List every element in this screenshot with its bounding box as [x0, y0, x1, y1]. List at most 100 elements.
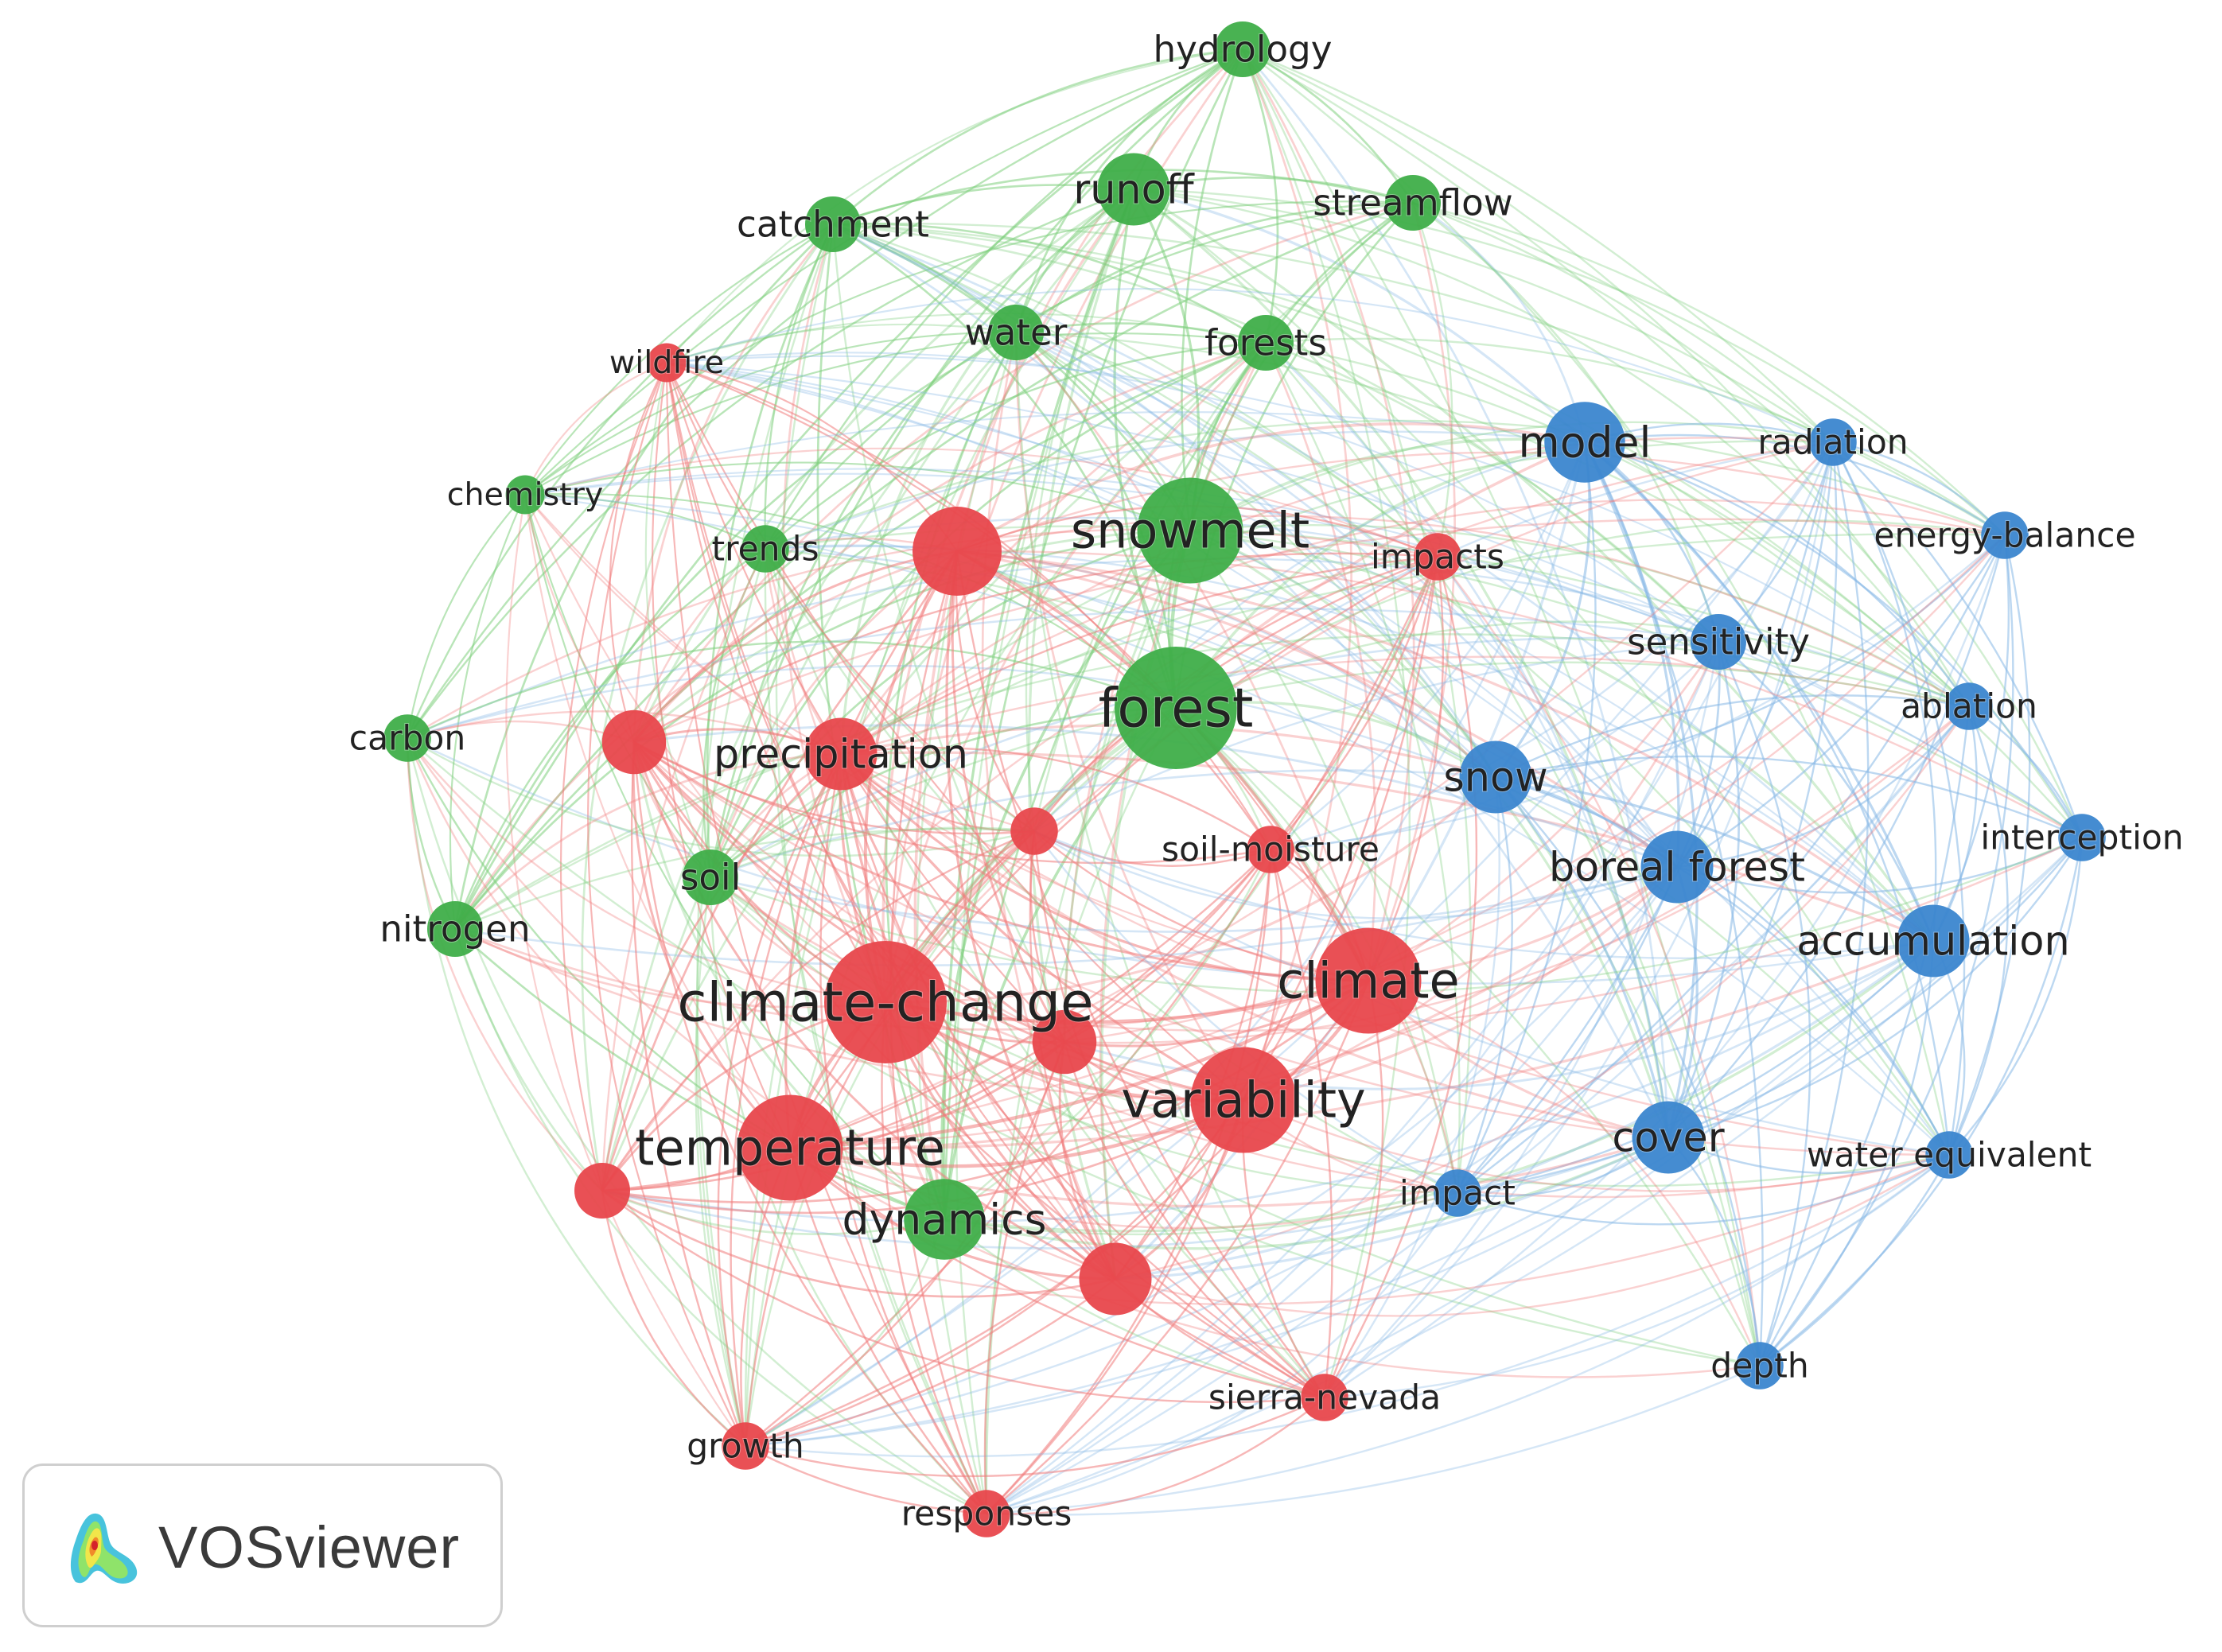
node-impact[interactable] [1434, 1169, 1481, 1217]
node-label-chemistry[interactable]: chemistry [446, 476, 605, 514]
link-nitrogen-climate-change [454, 927, 886, 1009]
link-runoff-ablation [1133, 188, 1970, 707]
node-variability[interactable] [1190, 1047, 1297, 1153]
node-label-sensitivity[interactable]: sensitivity [1626, 620, 1811, 664]
link-energy-balance-accumulation [1932, 534, 2010, 942]
link-snow-sierra-nevada [1324, 776, 1500, 1398]
node-label-soil-moisture[interactable]: soil-moisture [1161, 830, 1380, 870]
node-hydrology[interactable] [1215, 21, 1271, 77]
link-trends-model [765, 430, 1586, 550]
node-impacts[interactable] [1414, 533, 1461, 581]
node-soil-moisture[interactable] [1247, 826, 1294, 873]
node-energy-balance[interactable] [1981, 511, 2029, 559]
node-r6[interactable] [1079, 1242, 1152, 1316]
node-accumulation[interactable] [1897, 904, 1970, 978]
link-streamflow-energy-balance [1412, 201, 2006, 536]
node-label-trends[interactable]: trends [710, 529, 819, 569]
node-label-water-equivalent[interactable]: water equivalent [1806, 1135, 2092, 1176]
node-label-forest[interactable]: forest [1098, 676, 1255, 740]
node-water[interactable] [988, 305, 1044, 360]
node-label-runoff[interactable]: runoff [1072, 165, 1195, 214]
link-boreal-forest-variability [1243, 865, 1679, 1102]
node-label-precipitation[interactable]: precipitation [713, 730, 969, 779]
node-snow[interactable] [1459, 740, 1532, 814]
node-precipitation[interactable] [804, 717, 878, 791]
node-label-snowmelt[interactable]: snowmelt [1070, 501, 1310, 561]
node-label-climate[interactable]: climate [1276, 951, 1460, 1011]
node-r2[interactable] [601, 709, 667, 775]
node-trends[interactable] [741, 525, 789, 573]
node-label-depth[interactable]: depth [1710, 1346, 1809, 1386]
node-label-streamflow[interactable]: streamflow [1312, 181, 1513, 225]
link-cover-r5 [601, 1136, 1669, 1250]
node-boreal-forest[interactable] [1640, 830, 1714, 904]
node-label-climate-change[interactable]: climate-change [676, 970, 1094, 1035]
node-depth[interactable] [1736, 1342, 1784, 1390]
node-label-growth[interactable]: growth [686, 1426, 805, 1467]
node-label-forests[interactable]: forests [1204, 321, 1328, 365]
node-label-impacts[interactable]: impacts [1370, 537, 1505, 577]
node-climate[interactable] [1315, 927, 1422, 1034]
link-accumulation-impact [1457, 940, 1934, 1195]
node-r1[interactable] [913, 507, 1002, 596]
node-label-radiation[interactable]: radiation [1757, 422, 1909, 463]
link-impact-responses [986, 1192, 1459, 1515]
node-catchment[interactable] [805, 196, 861, 252]
node-label-nitrogen[interactable]: nitrogen [379, 908, 531, 951]
node-model[interactable] [1544, 402, 1625, 483]
link-radiation-cover [1667, 441, 1838, 1138]
node-label-sierra-nevada[interactable]: sierra-nevada [1208, 1378, 1442, 1418]
link-sensitivity-depth [1717, 641, 1811, 1366]
node-radiation[interactable] [1809, 418, 1857, 466]
node-label-snow[interactable]: snow [1442, 753, 1548, 802]
node-snowmelt[interactable] [1137, 477, 1243, 584]
node-label-catchment[interactable]: catchment [736, 203, 930, 247]
node-forests[interactable] [1238, 315, 1294, 371]
node-temperature[interactable] [737, 1094, 843, 1201]
node-label-carbon[interactable]: carbon [348, 718, 466, 759]
node-sierra-nevada[interactable] [1301, 1374, 1348, 1421]
node-label-interception[interactable]: interception [1979, 818, 2184, 858]
node-label-soil[interactable]: soil [679, 856, 741, 900]
node-soil[interactable] [683, 849, 738, 905]
node-water-equivalent[interactable] [1925, 1131, 1973, 1179]
node-r3[interactable] [1010, 807, 1058, 855]
link-streamflow-climate [1367, 202, 1456, 981]
node-label-energy-balance[interactable]: energy-balance [1873, 515, 2136, 556]
node-label-responses[interactable]: responses [901, 1494, 1073, 1534]
node-label-variability[interactable]: variability [1120, 1071, 1366, 1130]
node-interception[interactable] [2058, 814, 2106, 861]
node-cover[interactable] [1632, 1101, 1705, 1174]
link-growth-r2 [630, 741, 747, 1447]
link-nitrogen-r5 [453, 928, 604, 1191]
node-dynamics[interactable] [904, 1179, 985, 1260]
node-label-cover[interactable]: cover [1611, 1114, 1725, 1162]
node-label-model[interactable]: model [1518, 417, 1652, 468]
node-label-boreal-forest[interactable]: boreal forest [1548, 843, 1806, 892]
node-runoff[interactable] [1097, 153, 1170, 226]
node-responses[interactable] [963, 1490, 1010, 1537]
node-carbon[interactable] [383, 714, 431, 762]
node-growth[interactable] [722, 1422, 769, 1470]
node-nitrogen[interactable] [427, 901, 483, 957]
node-wildfire[interactable] [647, 343, 687, 383]
node-r5[interactable] [574, 1163, 630, 1219]
link-impacts-soil [710, 555, 1438, 878]
node-label-ablation[interactable]: ablation [1900, 686, 2038, 727]
node-label-water[interactable]: water [964, 311, 1068, 355]
node-chemistry[interactable] [505, 475, 545, 515]
link-snowmelt-radiation [1189, 421, 1834, 532]
node-streamflow[interactable] [1385, 175, 1441, 231]
node-label-wildfire[interactable]: wildfire [609, 344, 725, 382]
node-label-dynamics[interactable]: dynamics [841, 1194, 1047, 1246]
node-forest[interactable] [1115, 647, 1237, 769]
node-label-impact[interactable]: impact [1399, 1173, 1516, 1214]
node-sensitivity[interactable] [1691, 614, 1746, 670]
node-label-accumulation[interactable]: accumulation [1796, 917, 2070, 966]
node-r4[interactable] [1032, 1009, 1097, 1075]
node-label-hydrology[interactable]: hydrology [1153, 28, 1333, 72]
node-ablation[interactable] [1945, 682, 1993, 730]
link-interception-impact [1457, 837, 2083, 1195]
node-label-temperature[interactable]: temperature [634, 1118, 946, 1178]
node-climate-change[interactable] [824, 941, 947, 1063]
